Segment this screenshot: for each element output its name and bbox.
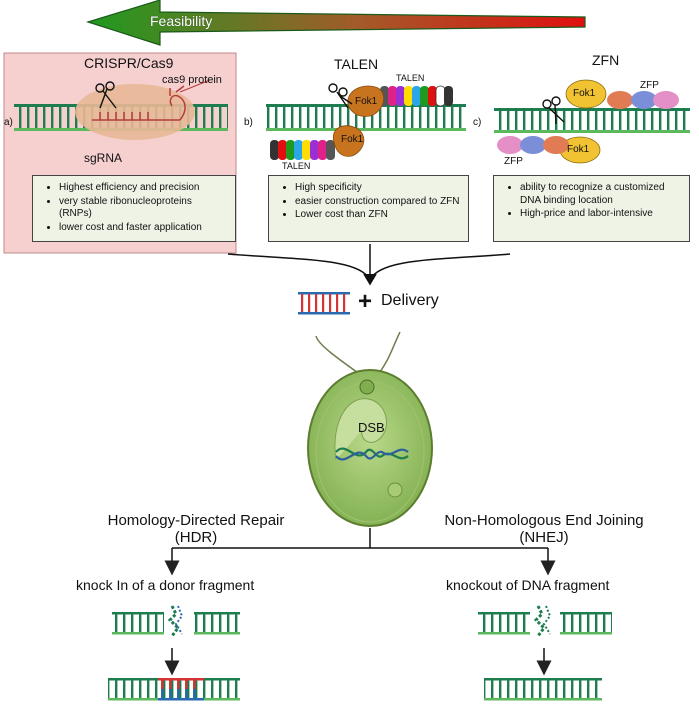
zfn-title: ZFN <box>592 52 620 68</box>
cell-dsb-helix <box>335 447 409 461</box>
nhej-title: Non-Homologous End Joining (NHEJ) <box>429 512 659 546</box>
zfn-zfp-top-label: ZFP <box>640 80 659 91</box>
talen-top-modules <box>380 85 453 107</box>
talen-title: TALEN <box>334 56 379 72</box>
hdr-title-line1: Homology-Directed Repair <box>107 512 285 529</box>
dsb-label: DSB <box>358 420 385 435</box>
delivery-plus-sign: + <box>358 288 373 315</box>
cas9-protein-label: cas9 protein <box>162 74 222 86</box>
pathway-fork <box>164 528 556 576</box>
crispr-bullet: very stable ribonucleoproteins (RNPs) <box>59 196 227 221</box>
crispr-bullet: Highest efficiency and precision <box>59 182 227 195</box>
nhej-title-line2: (NHEJ) <box>519 529 569 546</box>
nhej-repaired-dna <box>484 678 602 701</box>
delivery-dna-icon <box>298 292 350 315</box>
talen-module-label: TALEN <box>396 73 425 83</box>
nhej-title-line1: Non-Homologous End Joining <box>444 512 644 529</box>
sgrna-strand <box>92 85 186 121</box>
talen-fok1-bottom-label: Fok1 <box>341 134 364 145</box>
panel-a-letter: a) <box>4 117 13 128</box>
panel-b-letter: b) <box>244 117 253 128</box>
crispr-bullet: lower cost and faster application <box>59 222 227 235</box>
talen-bullet: Lower cost than ZFN <box>295 209 460 222</box>
nhej-outcome-label: knockout of DNA fragment <box>446 577 610 593</box>
cas9-pointer-line <box>179 79 211 93</box>
hdr-repaired-dna <box>108 678 240 701</box>
feasibility-label: Feasibility <box>150 13 213 29</box>
hdr-broken-dna <box>112 605 240 637</box>
zfn-bullet: High-price and labor-intensive <box>520 208 681 221</box>
talen-fok1-bottom-shape <box>332 125 365 157</box>
sgrna-label: sgRNA <box>84 151 123 165</box>
zfn-advantages-box: ability to recognize a customized DNA bi… <box>493 175 690 242</box>
zfn-fok1-top-label: Fok1 <box>573 88 596 99</box>
zfn-zfp-bottom <box>497 136 569 154</box>
zfn-fok1-top-shape <box>565 79 607 109</box>
talen-fok1-top-shape <box>347 85 384 117</box>
nhej-broken-dna <box>478 605 612 637</box>
feasibility-arrow <box>85 0 586 46</box>
talen-bullet: High specificity <box>295 182 460 195</box>
talen-bullet: easier construction compared to ZFN <box>295 196 460 209</box>
talen-scissors-icon <box>328 83 353 109</box>
zfn-dna-helix <box>494 108 690 133</box>
converging-connectors <box>227 244 511 286</box>
zfn-zfp-top <box>607 91 679 109</box>
zfn-fok1-bottom-label: Fok1 <box>567 144 590 155</box>
hdr-title-line2: (HDR) <box>174 529 218 546</box>
zfn-scissors-icon <box>542 96 565 125</box>
delivery-label: Delivery <box>381 292 439 309</box>
hdr-outcome-label: knock In of a donor fragment <box>76 577 255 593</box>
crispr-advantages-box: Highest efficiency and precision very st… <box>32 175 236 242</box>
talen-fok1-top-label: Fok1 <box>355 96 378 107</box>
hdr-title: Homology-Directed Repair (HDR) <box>96 512 296 546</box>
crispr-title: CRISPR/Cas9 <box>84 55 174 71</box>
zfn-bullet: ability to recognize a customized DNA bi… <box>520 182 681 207</box>
talen-bottom-modules <box>270 140 335 160</box>
cas9-protein-shape <box>75 84 195 140</box>
algal-cell <box>307 331 433 527</box>
zfn-zfp-bottom-label: ZFP <box>504 156 523 167</box>
talen-bottom-module-label: TALEN <box>282 161 311 171</box>
panel-c-letter: c) <box>473 117 482 128</box>
talen-advantages-box: High specificity easier construction com… <box>268 175 469 242</box>
scissors-icon <box>95 81 117 109</box>
